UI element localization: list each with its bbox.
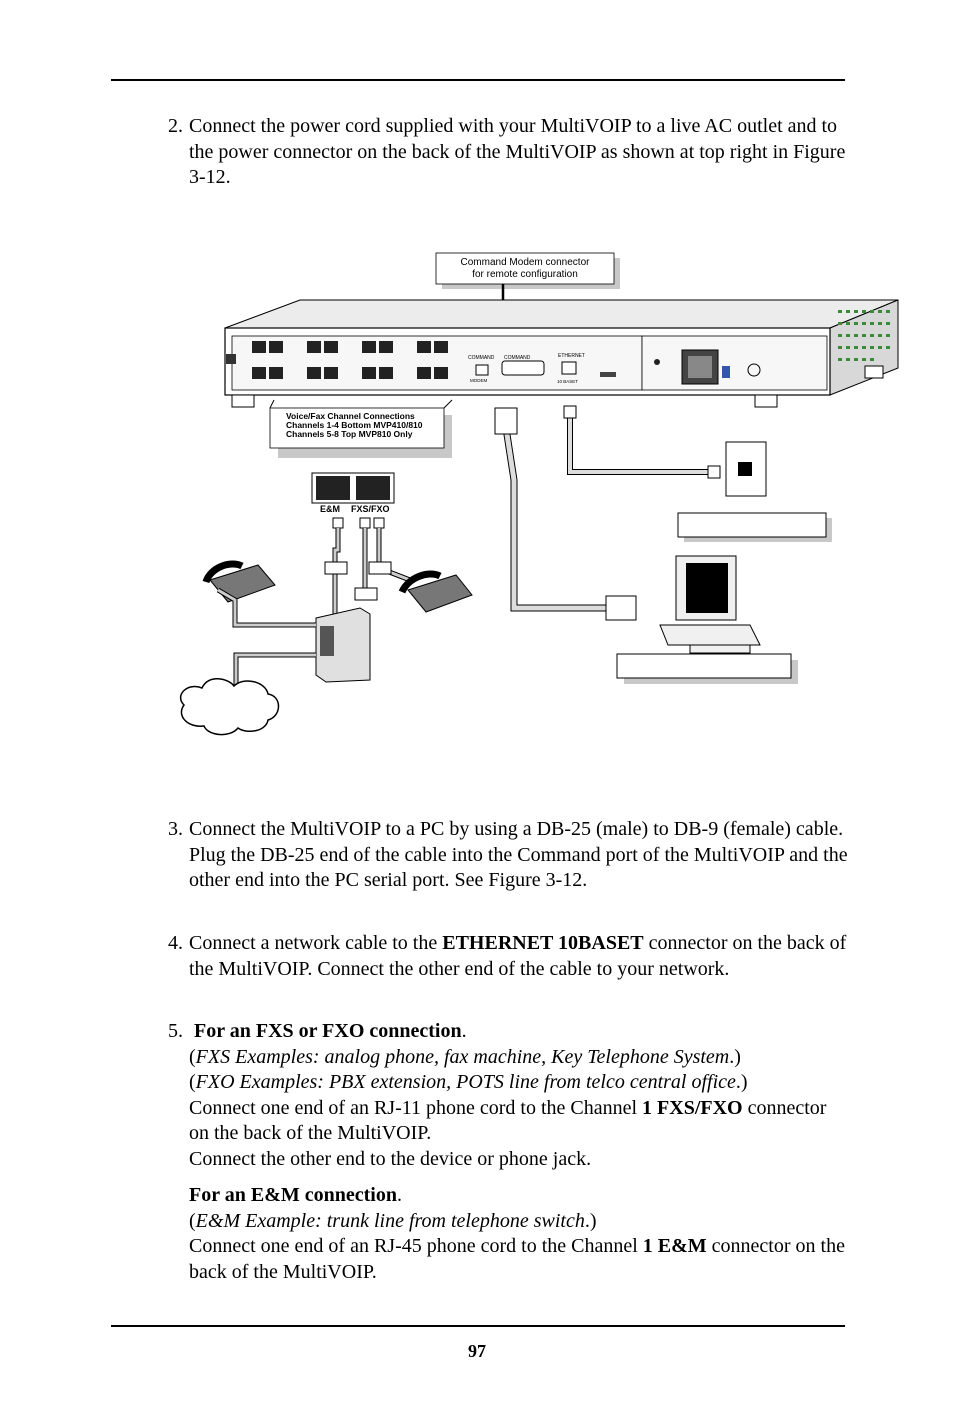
step-text: Connect the MultiVOIP to a PC by using a…: [189, 818, 848, 891]
step-number: 5.: [168, 1020, 183, 1042]
port-label-em: E&M: [320, 504, 340, 514]
panel-label-modem: MODEM: [470, 378, 488, 383]
step-2: 2. Connect the power cord supplied with …: [168, 114, 848, 191]
header-rule: [111, 79, 845, 81]
step-text-post: connector on the back of the MultiVOIP. …: [189, 932, 847, 980]
step-3: 3. Connect the MultiVOIP to a PC by usin…: [168, 817, 848, 894]
label-box-network: [677, 512, 827, 538]
callout-channels-line1: Voice/Fax Channel Connections: [286, 411, 415, 421]
panel-label-command2: COMMAND: [504, 355, 531, 361]
step-5: 5. For an FXS or FXO connection. (FXS Ex…: [168, 1019, 848, 1285]
step-number: 3.: [168, 818, 183, 840]
step-number: 2.: [168, 115, 183, 137]
fxs-heading: For an FXS or FXO connection: [194, 1020, 462, 1042]
panel-label-command: COMMAND: [468, 355, 495, 361]
fxs-line2: Connect the other end to the device or p…: [189, 1147, 592, 1170]
step-4: 4. Connect a network cable to the ETHERN…: [168, 931, 848, 982]
callout-command-line1: Command Modem connector: [461, 257, 591, 268]
em-channel-bold: 1 E&M: [642, 1235, 707, 1257]
telco-cloud: [179, 678, 280, 736]
callout-channels-line2: Channels 1-4 Bottom MVP410/810: [286, 420, 423, 430]
label-box-pc: [616, 653, 792, 679]
callout-command-modem: Command Modem connector for remote confi…: [435, 252, 620, 289]
panel-label-ethernet: ETHERNET: [558, 353, 585, 359]
telephone-right: [398, 570, 473, 613]
em-example: E&M Example: trunk line from telephone s…: [195, 1209, 585, 1232]
em-heading: For an E&M connection: [189, 1184, 397, 1206]
fxo-example: FXO Examples: PBX extension, POTS line f…: [195, 1071, 736, 1093]
step-text-bold: ETHERNET 10BASET: [442, 932, 644, 954]
callout-channels: Voice/Fax Channel Connections Channels 1…: [269, 399, 453, 458]
pbx-cabinet: [315, 607, 371, 683]
callout-channels-line3: Channels 5-8 Top MVP810 Only: [286, 429, 413, 439]
callout-command-line2: for remote configuration: [472, 269, 578, 280]
channel-port-detail: E&M FXS/FXO: [311, 472, 395, 529]
db9-connector: [605, 595, 637, 621]
multivoip-chassis: COMMAND COMMAND MODEM ETHERNET 10 BASET: [224, 299, 899, 408]
footer-rule: [111, 1325, 845, 1327]
page-number: 97: [468, 1341, 486, 1361]
step-text-pre: Connect a network cable to the: [189, 932, 443, 954]
telephone-left: [202, 560, 276, 603]
step-text: Connect the power cord supplied with you…: [189, 115, 846, 188]
fxs-channel-bold: 1 FXS/FXO: [642, 1096, 743, 1119]
db25-connector: [494, 407, 518, 435]
fxs-example: FXS Examples: analog phone, fax machine,…: [195, 1045, 730, 1068]
port-label-fxs: FXS/FXO: [351, 504, 390, 514]
panel-label-10baset: 10 BASET: [557, 379, 578, 384]
step-number: 4.: [168, 932, 183, 954]
figure-3-12: Command Modem connector for remote confi…: [179, 252, 899, 736]
pc-computer: [659, 555, 761, 654]
